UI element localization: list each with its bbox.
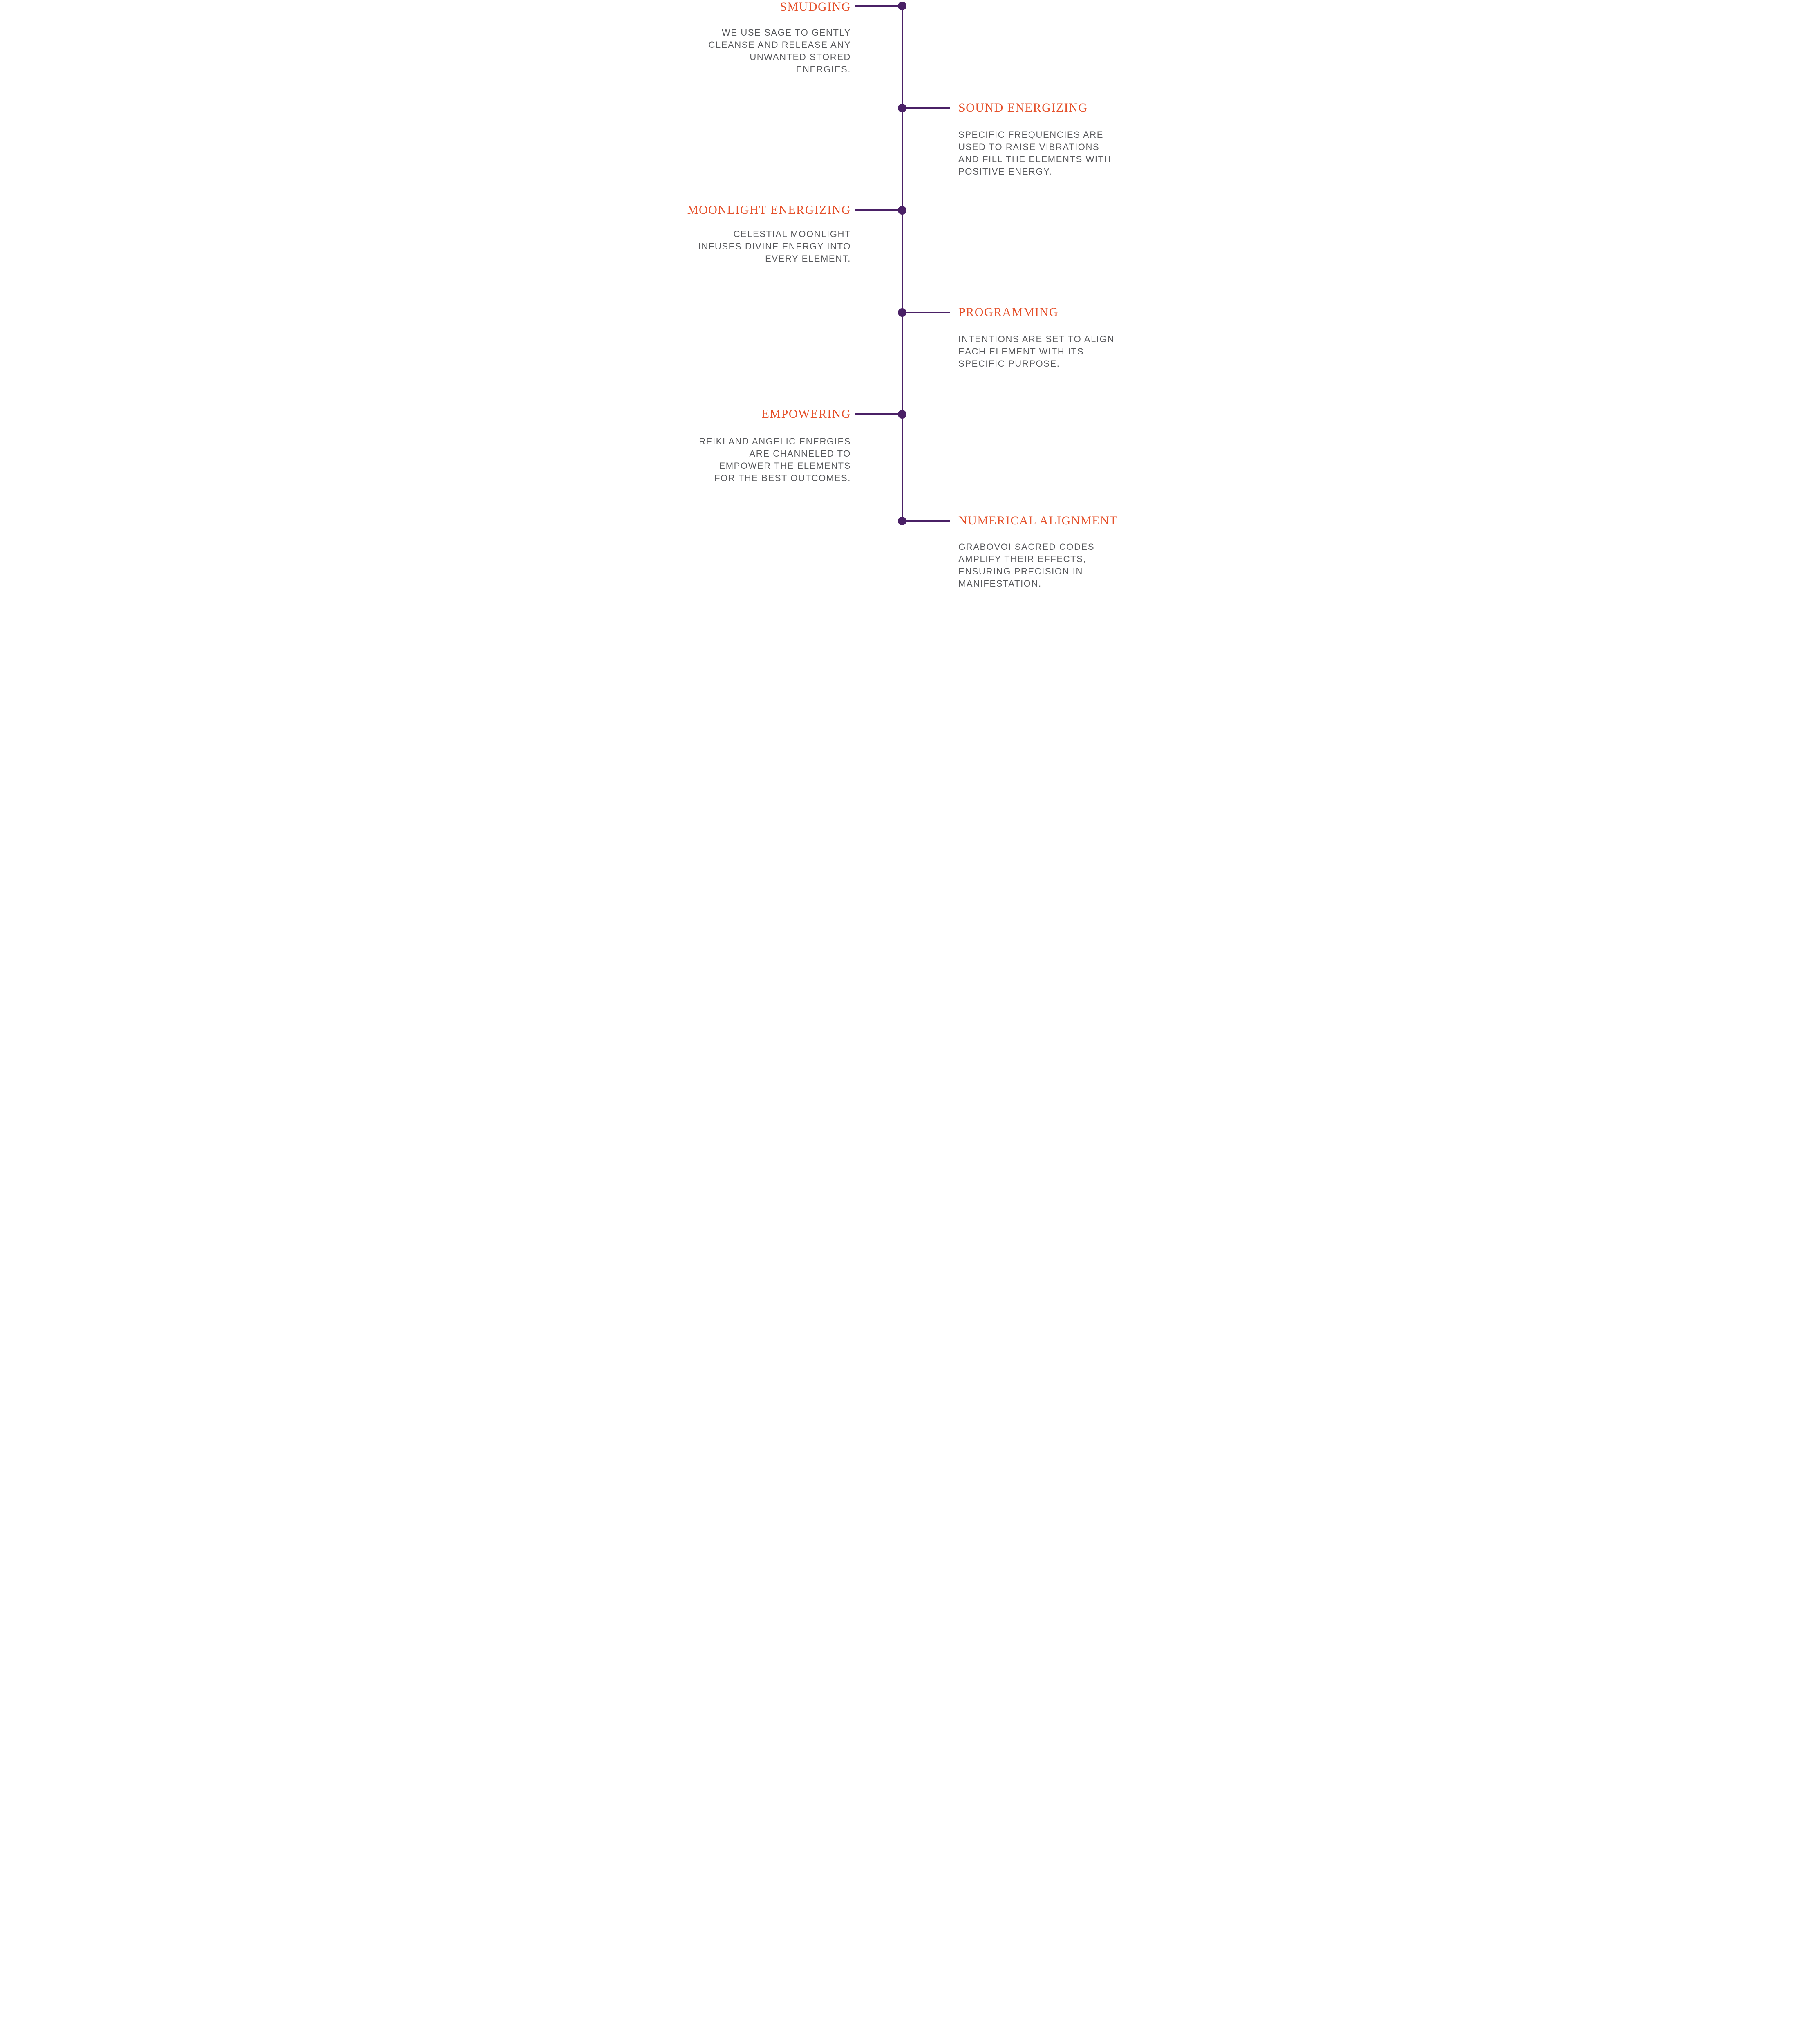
- timeline-connector: [902, 520, 950, 522]
- description-line: WE USE SAGE TO GENTLY: [721, 27, 851, 38]
- timeline-item-description-numerical-alignment: GRABOVOI SACRED CODES AMPLIFY THEIR EFFE…: [958, 541, 1094, 590]
- timeline-connector: [902, 312, 950, 313]
- timeline-connector: [855, 209, 902, 211]
- timeline-item-title-sound-energizing: SOUND ENERGIZING: [958, 101, 1088, 114]
- description-line: AND FILL THE ELEMENTS WITH: [958, 154, 1112, 164]
- timeline-item-title-empowering: EMPOWERING: [761, 407, 851, 421]
- description-line: REIKI AND ANGELIC ENERGIES: [699, 436, 851, 446]
- description-line: USED TO RAISE VIBRATIONS: [958, 142, 1100, 152]
- timeline-node-dot: [898, 104, 906, 112]
- description-line: GRABOVOI SACRED CODES: [958, 542, 1095, 552]
- description-line: UNWANTED STORED: [750, 52, 851, 62]
- description-line: POSITIVE ENERGY.: [958, 166, 1052, 177]
- description-line: EMPOWER THE ELEMENTS: [719, 461, 851, 471]
- description-line: ENERGIES.: [796, 64, 851, 74]
- description-line: INTENTIONS ARE SET TO ALIGN: [958, 334, 1114, 344]
- timeline-connector: [855, 413, 902, 415]
- description-line: ARE CHANNELED TO: [749, 448, 851, 459]
- timeline-connector: [855, 5, 902, 7]
- timeline-connector: [902, 107, 950, 109]
- timeline-axis-line: [902, 6, 903, 521]
- timeline-item-title-numerical-alignment: NUMERICAL ALIGNMENT: [958, 514, 1118, 527]
- timeline-item-title-programming: PROGRAMMING: [958, 305, 1059, 319]
- timeline-item-description-sound-energizing: SPECIFIC FREQUENCIES ARE USED TO RAISE V…: [958, 129, 1111, 178]
- description-line: EACH ELEMENT WITH ITS: [958, 346, 1084, 356]
- description-line: MANIFESTATION.: [958, 578, 1042, 589]
- description-line: EVERY ELEMENT.: [765, 253, 851, 264]
- description-line: SPECIFIC PURPOSE.: [958, 359, 1060, 369]
- timeline-item-description-moonlight-energizing: CELESTIAL MOONLIGHT INFUSES DIVINE ENERG…: [698, 228, 851, 265]
- timeline-item-title-moonlight-energizing: MOONLIGHT ENERGIZING: [687, 203, 851, 217]
- timeline-node-dot: [898, 308, 906, 317]
- description-line: SPECIFIC FREQUENCIES ARE: [958, 130, 1104, 140]
- description-line: AMPLIFY THEIR EFFECTS,: [958, 554, 1087, 564]
- timeline-item-title-smudging: SMUDGING: [780, 0, 851, 13]
- description-line: CLEANSE AND RELEASE ANY: [708, 40, 851, 50]
- description-line: FOR THE BEST OUTCOMES.: [714, 473, 851, 483]
- timeline-diagram: SMUDGING WE USE SAGE TO GENTLY CLEANSE A…: [677, 0, 1129, 639]
- description-line: ENSURING PRECISION IN: [958, 566, 1083, 576]
- timeline-item-description-empowering: REIKI AND ANGELIC ENERGIES ARE CHANNELED…: [699, 435, 851, 484]
- description-line: CELESTIAL MOONLIGHT: [733, 229, 851, 239]
- timeline-item-description-programming: INTENTIONS ARE SET TO ALIGN EACH ELEMENT…: [958, 333, 1114, 370]
- timeline-node-dot: [898, 517, 906, 525]
- description-line: INFUSES DIVINE ENERGY INTO: [698, 241, 851, 251]
- timeline-item-description-smudging: WE USE SAGE TO GENTLY CLEANSE AND RELEAS…: [708, 27, 851, 76]
